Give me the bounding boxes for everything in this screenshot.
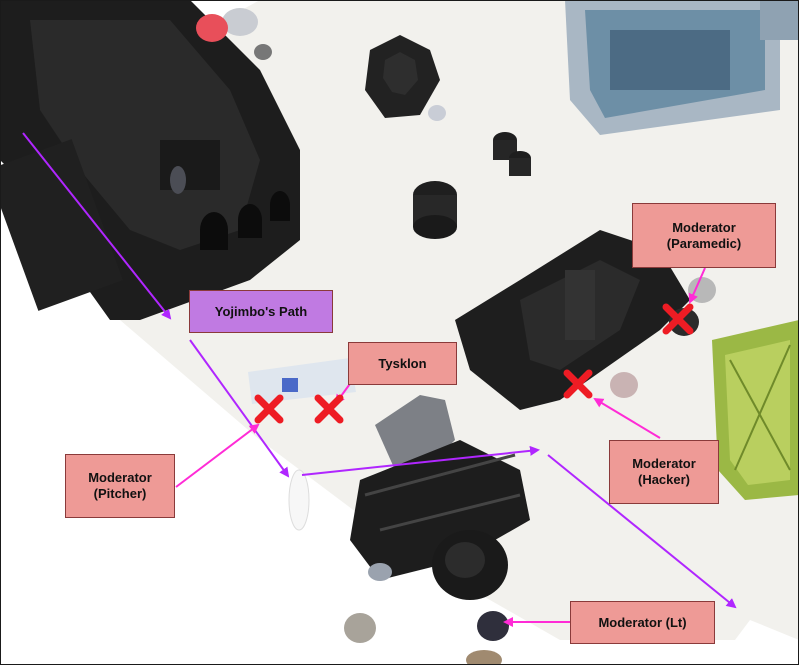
yojimbo-path-label: Yojimbo's Path — [189, 290, 333, 333]
dark-ship-terrain — [0, 0, 300, 320]
x-marker-hacker — [563, 369, 593, 399]
hacker-label: Moderator (Hacker) — [609, 440, 719, 504]
pitcher-label: Moderator (Pitcher) — [65, 454, 175, 518]
green-crate-terrain — [712, 320, 799, 500]
path-arrow-4 — [547, 454, 737, 609]
red-x-markers — [254, 303, 694, 424]
paramedic-label: Moderator (Paramedic) — [632, 203, 776, 268]
scaffold-terrain — [350, 395, 530, 600]
dark-tower-terrain — [365, 35, 440, 118]
tysklon-label: Tysklon — [348, 342, 457, 385]
mat-shadow — [0, 140, 799, 665]
path-arrow-2 — [189, 339, 290, 478]
pointer-paramedic — [688, 267, 706, 304]
white-container-terrain — [248, 358, 356, 404]
miniatures-and-tokens — [170, 8, 716, 665]
pointer-hacker — [593, 397, 661, 439]
x-marker-paramedic — [662, 303, 694, 335]
pointer-pitcher — [175, 423, 260, 488]
path-arrow-3 — [301, 445, 540, 476]
x-marker-pitcher — [254, 394, 284, 424]
lt-label: Moderator (Lt) — [570, 601, 715, 644]
path-arrow-1 — [22, 132, 172, 320]
building-terrain — [565, 0, 799, 135]
dark-machinery-terrain — [455, 230, 690, 410]
x-marker-tysklon — [314, 394, 344, 424]
yojimbo-path-arrows — [22, 132, 737, 609]
barrels — [413, 132, 531, 239]
